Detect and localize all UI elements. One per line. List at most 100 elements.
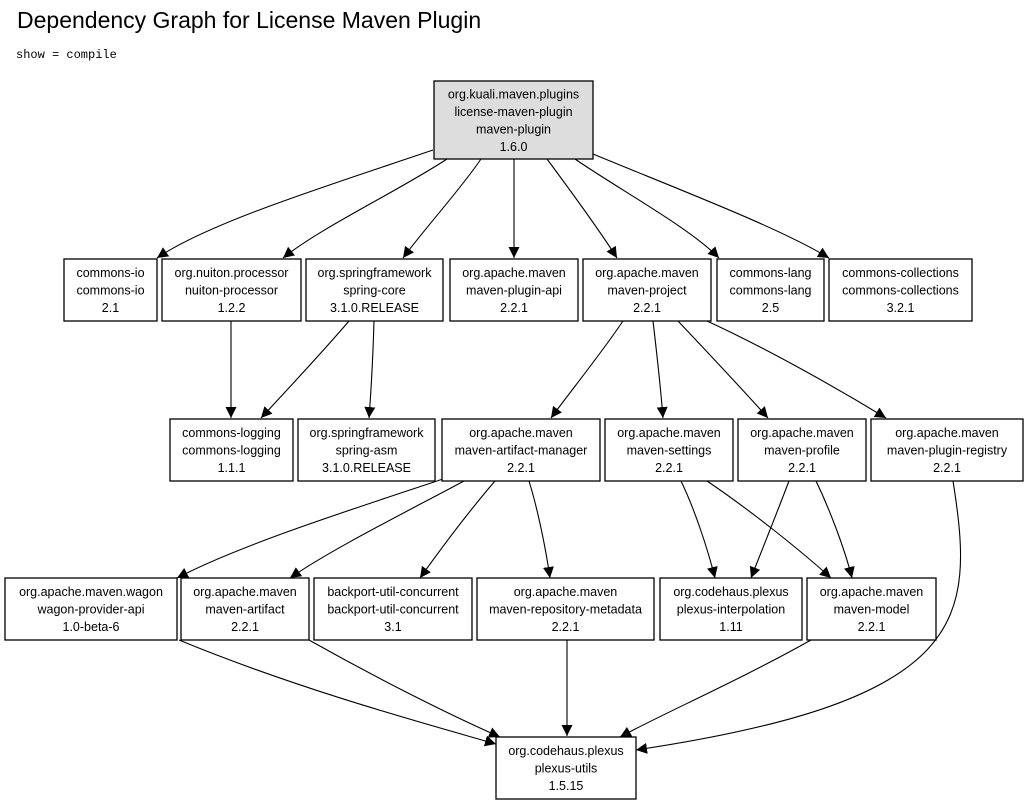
edge-arrow xyxy=(550,320,624,419)
node-group-id-label: org.nuiton.processor xyxy=(175,266,289,280)
node-box xyxy=(161,258,302,322)
node-spring-core[interactable]: org.springframework spring-core 3.1.0.RELE… xyxy=(305,258,444,322)
node-box xyxy=(297,418,436,482)
node-artifact-id-label: maven-profile xyxy=(764,444,840,458)
node-version-label: 2.2.1 xyxy=(500,301,528,315)
node-group-id-label: org.springframework xyxy=(318,266,433,280)
edge-arrow xyxy=(178,639,497,747)
scope-filter-label: show = compile xyxy=(16,48,117,62)
node-root[interactable]: org.kuali.maven.plugins license-maven-plu… xyxy=(433,80,594,160)
edge-arrow xyxy=(574,158,720,259)
node-box xyxy=(582,258,712,322)
node-box xyxy=(604,418,734,482)
node-artifact-id-label: maven-plugin-registry xyxy=(887,444,1008,458)
edge-arrow xyxy=(282,158,448,259)
edge-maven-profile-to-maven-model xyxy=(815,480,855,579)
node-box xyxy=(737,418,867,482)
edge-root-to-commons-collections xyxy=(592,153,830,259)
edge-arrow xyxy=(364,320,376,419)
node-group-id-label: org.apache.maven xyxy=(820,585,924,599)
node-box xyxy=(449,258,579,322)
edge-arrow xyxy=(652,320,668,419)
edge-maven-settings-to-plexus-interpolation xyxy=(680,480,718,579)
node-version-label: 2.2.1 xyxy=(655,461,683,475)
node-box xyxy=(313,577,473,641)
node-version-label: 1.6.0 xyxy=(500,140,528,154)
node-box xyxy=(659,577,803,641)
node-box xyxy=(63,258,158,322)
node-maven-profile[interactable]: org.apache.maven maven-profile 2.2.1 xyxy=(737,418,867,482)
node-version-label: 3.1.0.RELEASE xyxy=(330,301,419,315)
node-box xyxy=(180,577,310,641)
node-version-label: 2.2.1 xyxy=(633,301,661,315)
node-version-label: 2.2.1 xyxy=(858,620,886,634)
edge-arrow xyxy=(156,149,434,259)
node-version-label: 2.5 xyxy=(762,301,779,315)
node-group-id-label: org.kuali.maven.plugins xyxy=(448,87,579,101)
edge-spring-core-to-spring-asm xyxy=(364,320,376,419)
node-artifact-id-label: backport-util-concurrent xyxy=(327,603,459,617)
node-group-id-label: org.apache.maven xyxy=(595,266,699,280)
node-box xyxy=(806,577,937,641)
node-artifact-id-label: maven-plugin-api xyxy=(466,284,562,298)
node-artifact-id-label: wagon-provider-api xyxy=(36,603,144,617)
node-group-id-label: org.apache.maven xyxy=(895,426,999,440)
edge-arrow xyxy=(680,480,718,579)
node-version-label: 2.2.1 xyxy=(552,620,580,634)
node-box xyxy=(716,258,825,322)
edge-maven-project-to-maven-settings xyxy=(652,320,668,419)
node-group-id-label: org.springframework xyxy=(310,426,425,440)
node-nuiton-processor[interactable]: org.nuiton.processornuiton-processor1.2.… xyxy=(161,258,302,322)
node-artifact-id-label: license-maven-plugin xyxy=(454,105,572,119)
edge-arrow xyxy=(706,320,887,419)
node-plexus-interpolation[interactable]: org.codehaus.plexusplexus-interpolation1… xyxy=(659,577,803,641)
node-artifact-id-label: commons-logging xyxy=(182,444,281,458)
node-box xyxy=(870,418,1024,482)
node-maven-repository-metadata[interactable]: org.apache.mavenmaven-repository-metadat… xyxy=(476,577,655,641)
node-maven-project[interactable]: org.apache.maven maven-project 2.2.1 xyxy=(582,258,712,322)
edge-arrow xyxy=(635,480,962,754)
node-artifact-id-label: plexus-utils xyxy=(535,762,598,776)
node-artifact-id-label: spring-core xyxy=(343,284,406,298)
node-version-label: 3.1 xyxy=(384,620,401,634)
node-group-id-label: org.codehaus.plexus xyxy=(508,744,623,758)
node-box xyxy=(495,736,637,800)
node-box xyxy=(169,418,294,482)
edge-maven-project-to-maven-plugin-registry xyxy=(706,320,887,419)
edge-root-to-nuiton-processor xyxy=(282,158,448,259)
node-artifact-id-label: maven-project xyxy=(607,284,687,298)
node-plexus-utils[interactable]: org.codehaus.plexus plexus-utils 1.5.15 xyxy=(495,736,637,800)
edge-maven-profile-to-plexus-interpolation xyxy=(749,480,790,579)
edge-arrow xyxy=(419,480,496,579)
node-artifact-id-label: spring-asm xyxy=(336,444,398,458)
node-artifact-id-label: commons-collections xyxy=(842,284,959,298)
node-group-id-label: commons-io xyxy=(76,266,144,280)
node-maven-plugin-registry[interactable]: org.apache.mavenmaven-plugin-registry2.2… xyxy=(870,418,1024,482)
node-version-label: 1.5.15 xyxy=(549,779,584,793)
edge-maven-artifact-manager-to-maven-artifact xyxy=(289,480,465,579)
edge-arrow xyxy=(677,320,769,419)
node-spring-asm[interactable]: org.springframework spring-asm 3.1.0.RELEA… xyxy=(297,418,436,482)
node-commons-collections[interactable]: commons-collectionscommons-collections3.… xyxy=(828,258,973,322)
edge-root-to-maven-project xyxy=(546,158,618,259)
edge-arrow xyxy=(706,480,832,579)
node-group-id-label: org.apache.maven xyxy=(750,426,854,440)
node-artifact-id-label: commons-io xyxy=(76,284,144,298)
edge-arrow xyxy=(592,153,830,259)
node-maven-artifact-manager[interactable]: org.apache.mavenmaven-artifact-manager2.… xyxy=(441,418,601,482)
node-backport-util-concurrent[interactable]: backport-util-concurrentbackport-util-co… xyxy=(313,577,473,641)
edge-wagon-provider-api-to-plexus-utils xyxy=(178,639,497,747)
node-wagon-provider-api[interactable]: org.apache.maven.wagonwagon-provider-api… xyxy=(4,577,178,641)
edge-maven-model-to-plexus-utils xyxy=(619,639,812,738)
node-version-label: 1.11 xyxy=(719,620,742,634)
edge-arrow xyxy=(402,158,482,259)
node-version-label: 2.2.1 xyxy=(788,461,816,475)
node-version-label: 3.1.0.RELEASE xyxy=(322,461,411,475)
